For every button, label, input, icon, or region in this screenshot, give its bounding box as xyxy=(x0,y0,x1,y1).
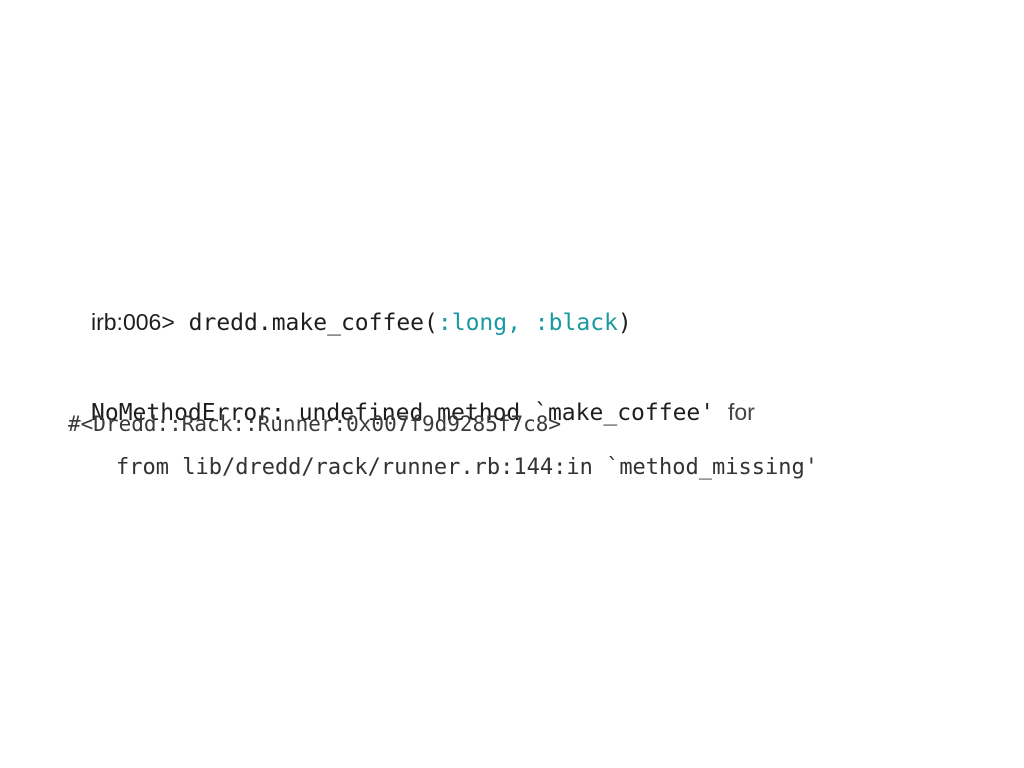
irb-prompt: irb:006> xyxy=(91,309,175,335)
command-closing-paren: ) xyxy=(617,310,632,336)
command-symbol-args: :long, :black xyxy=(437,310,618,336)
error-message-line: NoMethodError: undefined method `make_co… xyxy=(68,378,755,448)
error-for-word: for xyxy=(727,399,755,425)
irb-input-line: irb:006> dredd.make_coffee(:long, :black… xyxy=(68,288,632,358)
command-method-call: dredd.make_coffee( xyxy=(188,310,438,336)
error-receiver: #<Dredd::Rack::Runner:0x007f9d9285f7c8> xyxy=(68,412,562,436)
backtrace-line: from lib/dredd/rack/runner.rb:144:in `me… xyxy=(116,455,818,480)
error-message: NoMethodError: undefined method `make_co… xyxy=(91,400,715,426)
